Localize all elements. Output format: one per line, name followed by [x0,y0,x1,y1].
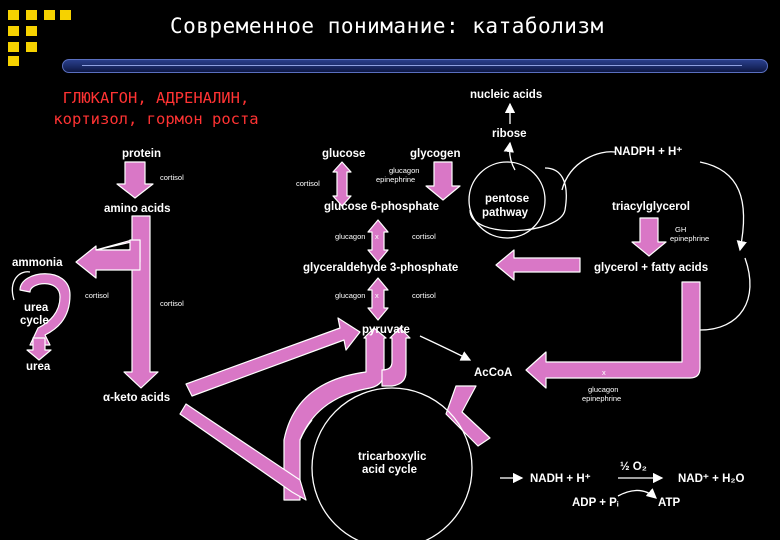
arrow-g6p-gap [367,219,389,263]
title-bar [62,59,768,73]
line-g6p-pentose [469,167,567,232]
label-glycogen: glycogen [410,148,460,160]
title-underline [82,65,742,66]
hormone-line-1: ГЛЮКАГОН, АДРЕНАЛИН, [62,89,250,107]
label-glucagon-upper: glucagon [335,232,365,241]
line-glycerol-loop [699,257,751,331]
label-gap: glyceraldehyde 3-phosphate [303,262,458,274]
label-cortisol-urea: cortisol [85,291,109,300]
label-atp: ATP [658,497,680,509]
hormone-line-2: кортизол, гормон роста [53,110,259,128]
pentose-pathway-circle [468,161,546,239]
arrow-urea-cycle [19,273,71,346]
line-tca-gap [299,419,313,441]
label-tca-1: tricarboxylic [358,451,427,463]
arrow-accoa-tca [445,385,491,447]
label-cortisol-protein: cortisol [160,173,184,182]
label-pentose: pentose [485,193,529,205]
label-glucagon-glycogen: glucagon [389,166,419,175]
label-half-o2: ½ O₂ [620,461,647,473]
arrow-ammonia-branch [75,239,141,279]
arrow-glucose-g6p [332,161,352,207]
arrow-gap-pyruvate [367,277,389,321]
label-urea-2: cycle [20,315,49,327]
label-protein: protein [122,148,161,160]
label-ammonia: ammonia [12,257,63,269]
label-pyruvate: pyruvate [362,324,410,336]
line-nadph-loop [699,161,747,252]
label-triacylglycerol: triacylglycerol [612,201,690,213]
label-glycerol-fa: glycerol + fatty acids [594,262,708,274]
label-urea-1: urea [24,302,49,314]
label-nucleic-acids: nucleic acids [470,89,542,101]
hormone-list: ГЛЮКАГОН, АДРЕНАЛИН, кортизол, гормон ро… [6,88,306,130]
slide-title: Современное понимание: катаболизм [170,14,604,38]
label-keto-acids: α-keto acids [103,392,170,404]
line-pentose-ribose [503,141,516,171]
label-nadph: NADPH + H⁺ [614,146,682,158]
label-cortisol-amino: cortisol [160,299,184,308]
label-glucagon-lower: glucagon [335,291,365,300]
label-cortisol-glucose: cortisol [296,179,320,188]
label-epinephrine-glycogen: epinephrine [376,175,415,184]
line-pentose-nadph [561,151,616,191]
label-g6p: glucose 6-phosphate [324,201,439,213]
line-pyruvate-accoa [419,335,472,361]
label-nadh: NADH + H⁺ [530,473,591,485]
label-amino-acids: amino acids [104,203,170,215]
label-nad-h2o: NAD⁺ + H₂O [678,473,745,485]
arrow-protein-amino [116,161,154,199]
label-adp-pi: ADP + Pᵢ [572,497,619,509]
label-urea: urea [26,361,51,373]
label-epinephrine-tag: epinephrine [670,234,709,243]
arrow-fa-accoa [525,281,701,389]
label-cortisol-lower: cortisol [412,291,436,300]
arrow-glycerol-gap [495,249,581,281]
label-cortisol-upper: cortisol [412,232,436,241]
label-glucagon-fa: glucagon [588,385,618,394]
line-adp-atp [617,488,657,499]
label-x-lower: x [375,291,379,300]
label-glucose: glucose [322,148,365,160]
label-x-fa: x [602,368,606,377]
label-tca-2: acid cycle [362,464,417,476]
line-urea-left [11,271,31,301]
logo-grid-icon [6,8,72,68]
label-accoa: AcCoA [474,367,512,379]
label-epinephrine-fa: epinephrine [582,394,621,403]
arrow-keto-tca-line [179,403,307,501]
label-pathway: pathway [482,207,529,219]
arrow-cycle-urea [26,337,52,361]
label-x-upper: x [375,232,379,241]
arrow-pyruvate-down [381,327,411,387]
tca-cycle-circle [311,387,473,540]
label-ribose: ribose [492,128,527,140]
arrow-glycogen-g6p [425,161,461,201]
arrow-tag-glycerol [631,217,667,257]
arrow-keto-pyruvate [185,317,361,397]
label-gh: GH [675,225,686,234]
